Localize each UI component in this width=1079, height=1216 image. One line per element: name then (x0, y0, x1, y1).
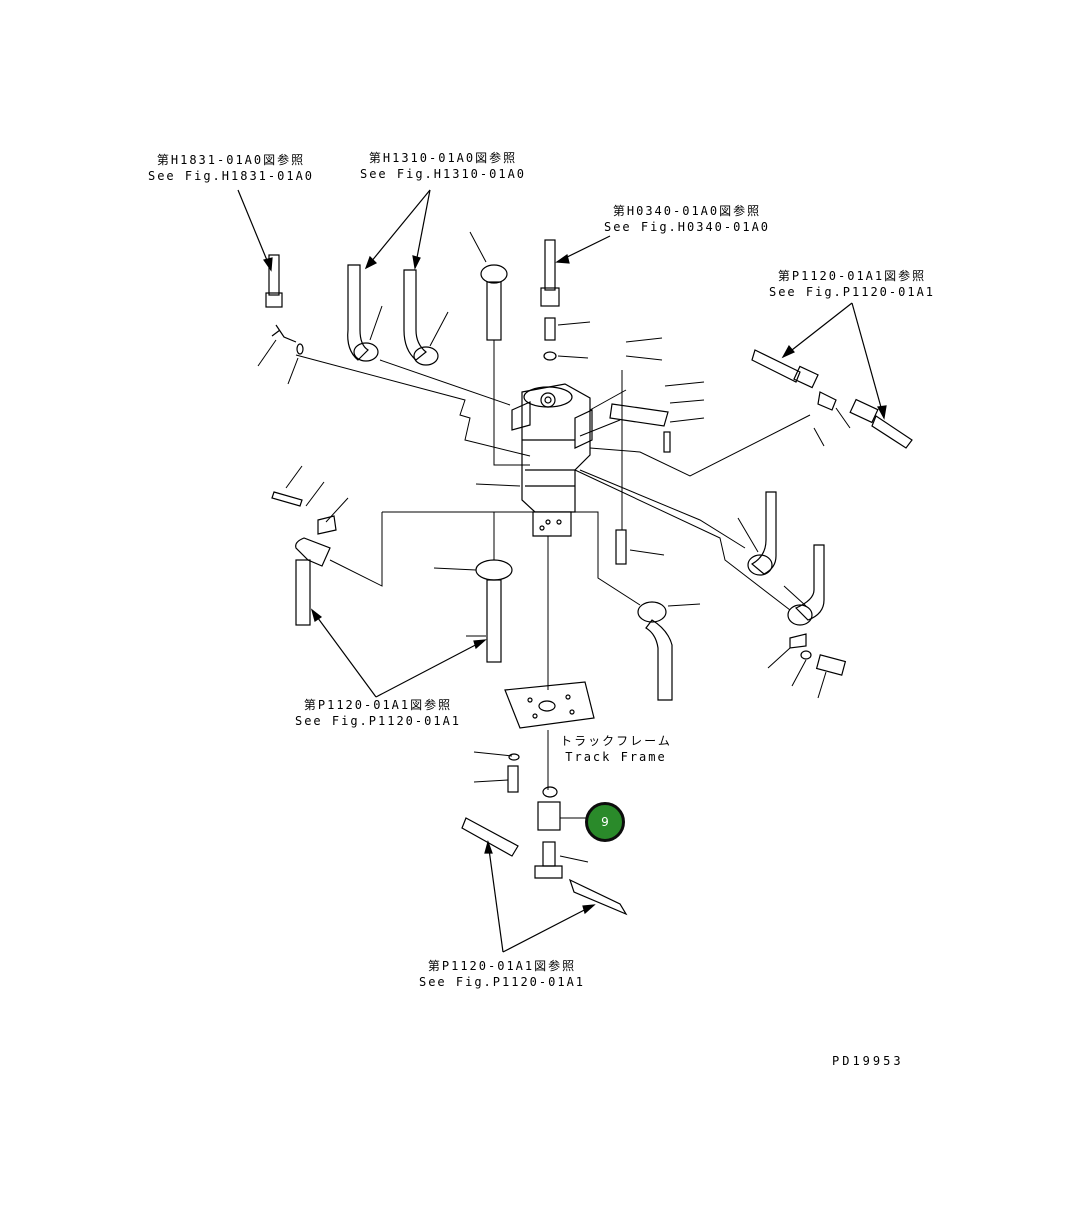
track-frame-jp: トラックフレーム (560, 734, 672, 748)
ref-p1120-right-jp: 第P1120-01A1図参照 (777, 269, 927, 283)
track-frame-assembly (461, 681, 628, 916)
ref-h1831-en: See Fig.H1831-01A0 (147, 169, 315, 183)
hose-assemblies (265, 239, 913, 701)
ref-label-p1120-right: 第P1120-01A1図参照 See Fig.P1120-01A1 (766, 268, 938, 300)
ref-p1120-left-en: See Fig.P1120-01A1 (294, 714, 462, 728)
ref-p1120-bottom-en: See Fig.P1120-01A1 (418, 975, 586, 989)
ref-h0340-jp: 第H0340-01A0図参照 (612, 204, 762, 218)
ref-label-p1120-left: 第P1120-01A1図参照 See Fig.P1120-01A1 (292, 697, 464, 729)
ref-h1310-jp: 第H1310-01A0図参照 (368, 151, 518, 165)
index-leaders (257, 231, 851, 863)
ref-h1310-en: See Fig.H1310-01A0 (359, 167, 527, 181)
connecting-lines (295, 340, 811, 790)
drawing-number: PD19953 (832, 1054, 904, 1068)
ref-label-p1120-bottom: 第P1120-01A1図参照 See Fig.P1120-01A1 (416, 958, 588, 990)
reference-leaders (237, 189, 887, 953)
ref-p1120-bottom-jp: 第P1120-01A1図参照 (427, 959, 577, 973)
ref-p1120-left-jp: 第P1120-01A1図参照 (303, 698, 453, 712)
track-frame-label: トラックフレーム Track Frame (558, 733, 674, 765)
ref-p1120-right-en: See Fig.P1120-01A1 (768, 285, 936, 299)
ref-h0340-en: See Fig.H0340-01A0 (603, 220, 771, 234)
ref-label-h1310: 第H1310-01A0図参照 See Fig.H1310-01A0 (358, 150, 528, 182)
swivel-joint (511, 383, 593, 537)
ref-label-h1831: 第H1831-01A0図参照 See Fig.H1831-01A0 (146, 152, 316, 184)
ref-label-h0340: 第H0340-01A0図参照 See Fig.H0340-01A0 (600, 203, 774, 235)
ref-h1831-jp: 第H1831-01A0図参照 (156, 153, 306, 167)
track-frame-en: Track Frame (565, 750, 667, 764)
part-callout-9[interactable]: 9 (585, 802, 625, 842)
